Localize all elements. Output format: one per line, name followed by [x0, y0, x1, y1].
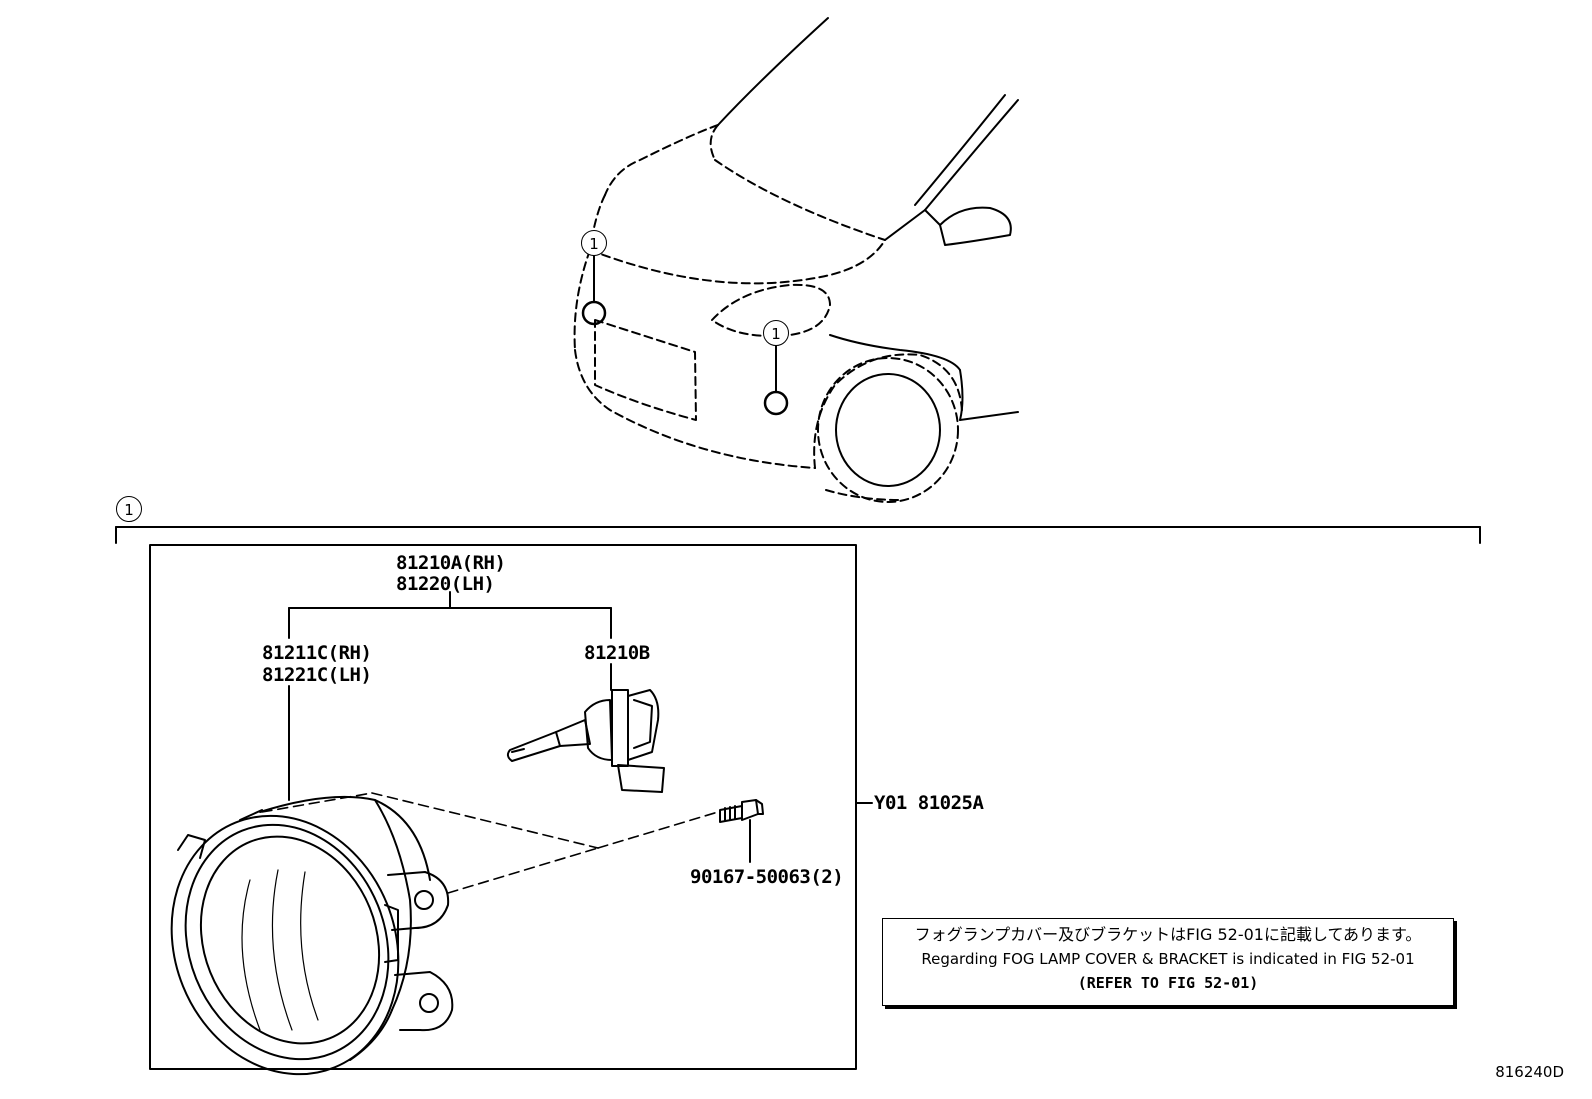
part-label-screw: 90167-50063(2): [690, 866, 844, 888]
screw-illustration: [719, 799, 764, 823]
part-label-bulb: 81210B: [584, 642, 650, 664]
callout-marker-group: 1: [116, 496, 142, 522]
assembly-guide-lines: [261, 792, 719, 894]
note-japanese: フォグランプカバー及びブラケットはFIG 52-01に記載してあります。: [914, 925, 1422, 944]
callout-marker-upper-left: 1: [581, 230, 607, 256]
catalog-code: 816240D: [1495, 1063, 1564, 1081]
part-label-kit: Y01 81025A: [874, 792, 984, 814]
assembly-leader-lines: [288, 591, 873, 863]
part-label-unit-rh: 81211C(RH): [262, 642, 372, 664]
part-label-assembly-rh: 81210A(RH): [396, 552, 506, 574]
reference-note-box: フォグランプカバー及びブラケットはFIG 52-01に記載してあります。 Reg…: [882, 918, 1454, 1006]
group-bracket: [115, 526, 1481, 544]
note-english: Regarding FOG LAMP COVER & BRACKET is in…: [921, 950, 1415, 968]
bulb-illustration: [506, 689, 665, 793]
assembly-box: [149, 544, 857, 1070]
vehicle-front-illustration: [573, 17, 1019, 503]
part-label-assembly-lh: 81220(LH): [396, 573, 495, 595]
note-reference: (REFER TO FIG 52-01): [1077, 974, 1259, 992]
part-label-unit-lh: 81221C(LH): [262, 664, 372, 686]
fog-lamp-unit-illustration: [170, 795, 454, 1076]
callout-marker-upper-right: 1: [763, 320, 789, 346]
